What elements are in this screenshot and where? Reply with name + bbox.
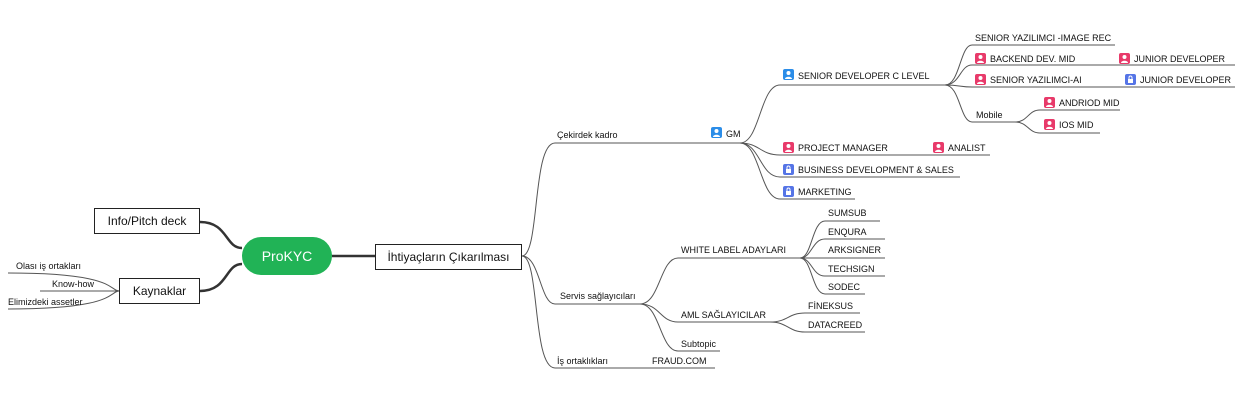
- root-node[interactable]: ProKYC: [242, 237, 332, 275]
- mobile-node[interactable]: Mobile: [976, 110, 1003, 120]
- kaynak-item[interactable]: Elimizdeki assetler: [8, 297, 83, 307]
- branch-servis[interactable]: Servis sağlayıcıları: [560, 291, 636, 301]
- kaynak-item[interactable]: Know-how: [52, 279, 95, 289]
- user-icon: [1119, 53, 1130, 64]
- user-icon: [975, 53, 986, 64]
- white-label-item[interactable]: ENQURA: [828, 227, 867, 237]
- white-label-item[interactable]: ARKSIGNER: [828, 245, 882, 255]
- lock-icon: [1125, 74, 1136, 85]
- ios-node[interactable]: IOS MID: [1059, 120, 1094, 130]
- aml-node[interactable]: AML SAĞLAYICILAR: [681, 310, 767, 320]
- backend-junior-node[interactable]: JUNIOR DEVELOPER: [1134, 54, 1226, 64]
- branch-is-ortaklari[interactable]: İş ortaklıkları: [557, 356, 609, 366]
- ai-junior-node[interactable]: JUNIOR DEVELOPER: [1140, 75, 1232, 85]
- lock-icon: [783, 164, 794, 175]
- white-label-item[interactable]: SUMSUB: [828, 208, 867, 218]
- senior-developer-node[interactable]: SENIOR DEVELOPER C LEVEL: [798, 71, 930, 81]
- pitch-deck-node[interactable]: Info/Pitch deck: [94, 208, 200, 234]
- white-label-item[interactable]: SODEC: [828, 282, 861, 292]
- android-node[interactable]: ANDRIOD MID: [1059, 98, 1120, 108]
- kaynaklar-node[interactable]: Kaynaklar: [119, 278, 200, 304]
- white-label-node[interactable]: WHITE LABEL ADAYLARI: [681, 245, 787, 255]
- subtopic-node[interactable]: Subtopic: [681, 339, 717, 349]
- user-icon: [783, 69, 794, 80]
- aml-item[interactable]: FİNEKSUS: [808, 301, 854, 311]
- bizdev-node[interactable]: BUSINESS DEVELOPMENT & SALES: [798, 165, 954, 175]
- user-icon: [1044, 119, 1055, 130]
- user-icon: [1044, 97, 1055, 108]
- aml-item[interactable]: DATACREED: [808, 320, 863, 330]
- user-icon: [933, 142, 944, 153]
- branch-cekirdek[interactable]: Çekirdek kadro: [557, 130, 618, 140]
- gm-node[interactable]: GM: [726, 129, 741, 139]
- user-icon: [783, 142, 794, 153]
- kaynak-item[interactable]: Olası iş ortakları: [16, 261, 82, 271]
- user-icon: [711, 127, 722, 138]
- project-manager-node[interactable]: PROJECT MANAGER: [798, 143, 888, 153]
- white-label-item[interactable]: TECHSIGN: [828, 264, 875, 274]
- lock-icon: [783, 186, 794, 197]
- backend-node[interactable]: BACKEND DEV. MID: [990, 54, 1076, 64]
- fraud-node[interactable]: FRAUD.COM: [652, 356, 707, 366]
- marketing-node[interactable]: MARKETING: [798, 187, 852, 197]
- analist-node[interactable]: ANALIST: [948, 143, 986, 153]
- image-rec-node[interactable]: SENIOR YAZILIMCI -IMAGE REC: [975, 33, 1112, 43]
- main-topic-node[interactable]: İhtiyaçların Çıkarılması: [375, 244, 522, 270]
- senior-ai-node[interactable]: SENIOR YAZILIMCI-AI: [990, 75, 1082, 85]
- user-icon: [975, 74, 986, 85]
